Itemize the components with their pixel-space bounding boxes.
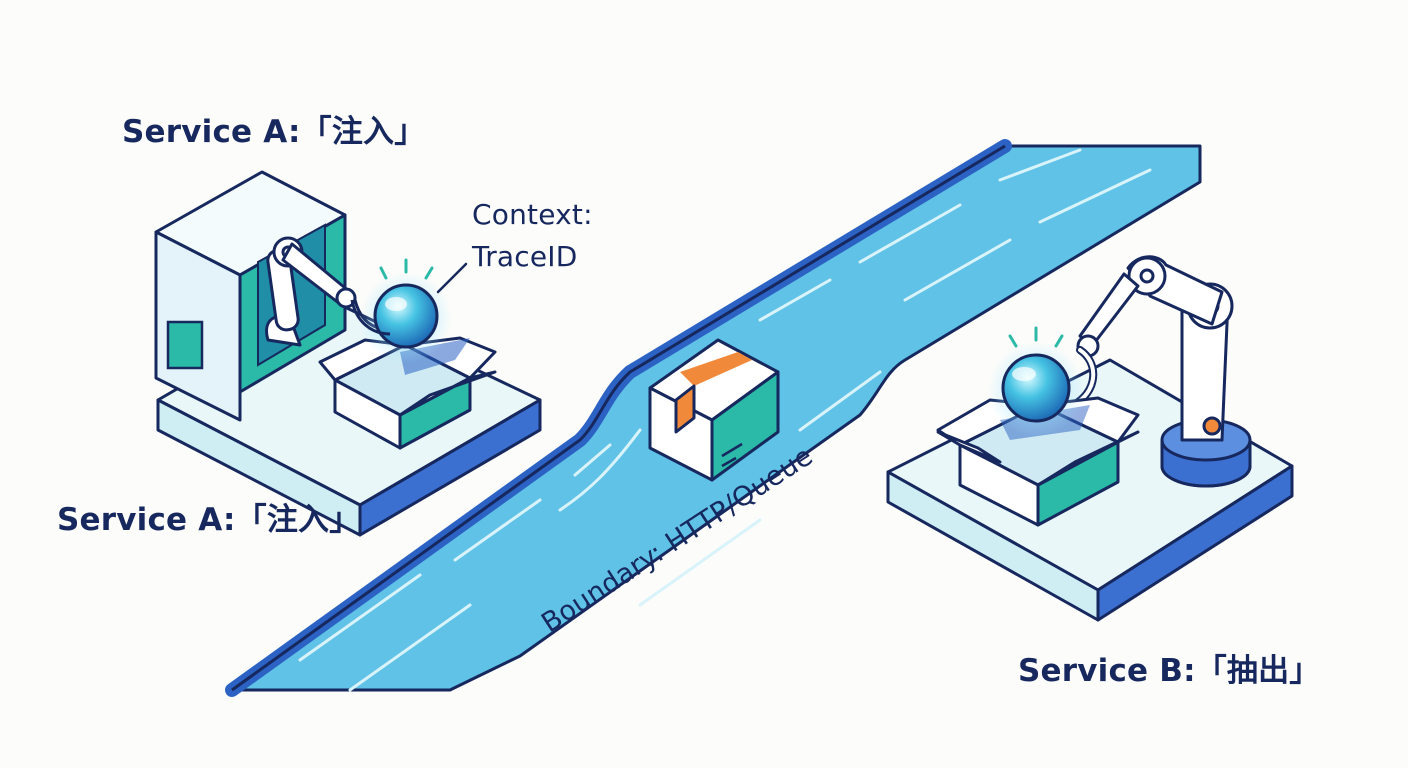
stream-bank-line (231, 144, 1006, 692)
trace-orb-icon (350, 258, 452, 364)
service-a-station (154, 170, 542, 537)
robot-arm-icon (265, 236, 394, 347)
sealed-package-icon (648, 338, 780, 482)
service-b-station (886, 255, 1294, 622)
platform-b-side (1096, 464, 1294, 622)
platform-a-side (358, 398, 542, 537)
trace-id-label: TraceID (472, 240, 578, 273)
service-b-label: Service B:「抽出」 (1018, 653, 1321, 689)
context-leader-line (436, 262, 468, 294)
service-a-label-secondary: Service A:「注入」 (57, 502, 361, 538)
machine-a-panel (166, 320, 204, 370)
robot-arm-icon (1074, 255, 1252, 488)
stream-flow-lines (298, 148, 1152, 692)
service-a-label: Service A:「注入」 (122, 114, 426, 150)
trace-orb-icon (988, 326, 1084, 438)
context-label: Context: (472, 198, 593, 231)
